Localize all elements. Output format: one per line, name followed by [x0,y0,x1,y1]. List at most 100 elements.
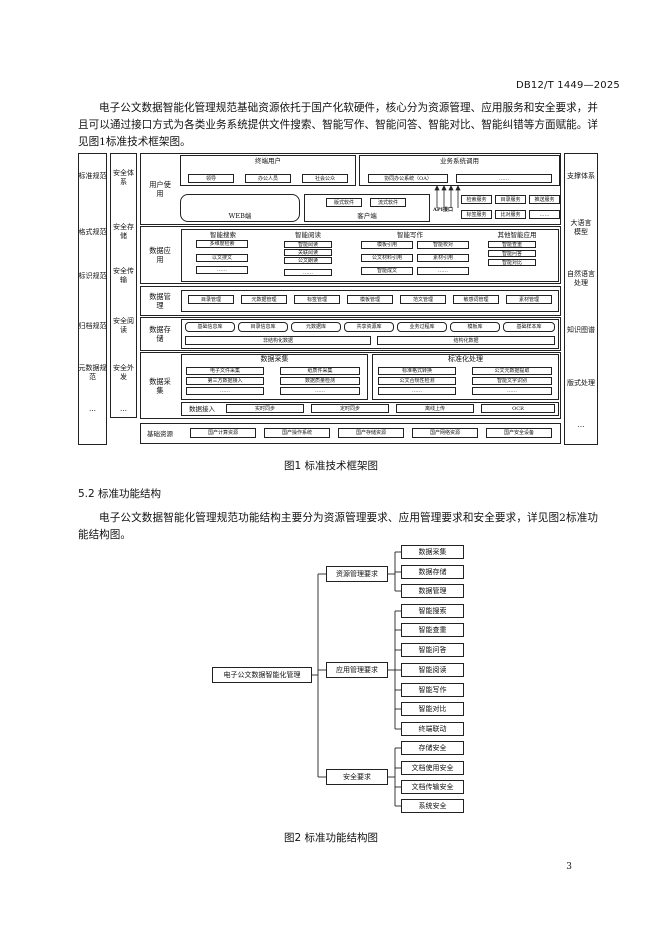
sec-col-item: 安全传输 [113,267,134,284]
mgmt-item: 标签管理 [294,295,340,304]
left-col-item: 标识规范 [78,271,107,280]
biz-item: …… [456,174,552,183]
web-label: WEB端 [228,211,252,220]
api-arrows [434,186,461,208]
tree-leaf: 系统安全 [401,799,464,813]
biz-call-title: 业务系统调用 [440,156,479,165]
write-item: 公文材料引用 [361,254,413,262]
structured-data: 结构化数据 [377,336,555,345]
access-label: 数据接入 [189,405,215,413]
mgmt-item: 素材管理 [506,295,552,304]
layer-label: 数据存储 [149,325,171,343]
left-col-item: 元数据规范 [78,364,107,381]
sec-col-item: 安全存储 [113,223,134,240]
read-item: 关联阅读 [284,249,332,256]
left-col-item: … [89,404,96,413]
access-item: OCR [481,404,555,413]
base-item: 国产计算资源 [190,428,256,438]
service-item: …… [529,210,560,219]
service-item: 比对服务 [495,210,526,219]
collect-item: …… [280,387,360,395]
store-item: 目录信息库 [238,322,288,332]
collect-item: 纸质件采集 [280,367,360,375]
store-item: 元数据库 [291,322,341,332]
tree-leaf: 数据存储 [401,565,464,579]
read-item: …… [284,269,332,276]
figure1-caption: 图1 标准技术框架图 [283,460,379,472]
write-title: 智能写作 [397,230,423,239]
other-item: 智能问答 [488,250,536,257]
layer-label: 数据应用 [149,246,171,264]
right-col-item: 知识图谱 [567,325,595,334]
tree-leaf: 文档使用安全 [401,761,464,775]
client-label: 客户端 [357,211,377,220]
tree-leaf: 智能阅读 [401,663,464,677]
access-item: 实时同步 [226,404,304,413]
layer-label: 数据管理 [149,292,171,310]
tree-leaf: 智能对比 [401,702,464,716]
terminal-users-title: 终端用户 [255,156,281,165]
tree-leaf: 文档传输安全 [401,780,464,794]
tree-root: 电子公文数据智能化管理 [212,667,312,683]
collect-item: 数据质量检测 [280,377,360,385]
sec-col-item: 安全外发 [113,364,134,381]
layer-label: 数据采集 [149,376,171,395]
service-item: 检索服务 [461,195,492,204]
right-col-item: 大语言模型 [570,219,592,236]
tree-leaf: 智能问答 [401,643,464,657]
base-item: 国产操作系统 [264,428,330,438]
std-item: 智能文字识别 [472,377,552,385]
std-item: …… [378,387,456,395]
terminal-item: 领导 [188,174,234,183]
access-item: 离线上传 [396,404,474,413]
left-col-item: 标准规范 [78,171,107,180]
collect-title: 数据采集 [260,355,289,363]
support-column [564,153,598,445]
write-item: 素材引用 [417,254,469,262]
terminal-item: 办公人员 [245,174,291,183]
tree-leaf: 数据采集 [401,545,464,559]
intro-paragraph: 电子公文数据智能化管理规范基础资源依托于国产化软硬件，核心分为资源管理、应用服务… [78,102,598,148]
figure2-caption: 图2 标准功能结构图 [283,832,379,844]
mgmt-item: 范文管理 [400,295,446,304]
section-heading: 5.2 标准功能结构 [78,488,162,500]
search-title: 智能搜索 [210,230,236,239]
page-number: 3 [566,862,572,872]
base-item: 国产网络资源 [412,428,478,438]
std-item: 公文合规性检测 [378,377,456,385]
other-item: 智能对比 [488,259,536,266]
store-item: 基础样本库 [503,322,555,332]
write-item: …… [417,267,469,275]
standard-number: DB12/T 1449—2025 [515,80,620,91]
function-paragraph: 电子公文数据智能化管理规范功能结构主要分为资源管理要求、应用管理要求和安全要求，… [78,512,598,541]
branch-app-mgmt: 应用管理要求 [326,662,388,678]
right-col-item: 自然语言处理 [567,270,595,287]
store-item: 业务过程库 [397,322,447,332]
layer-label: 基础资源 [147,429,173,438]
service-item: 标签服务 [461,210,492,219]
read-item: 智能阅读 [284,241,332,248]
tree-leaf: 数据管理 [401,584,464,598]
store-item: 基础信息库 [185,322,235,332]
sec-col-item: … [120,404,127,413]
standards-column [78,153,107,445]
client-box [304,194,430,222]
api-label: API接口 [433,206,453,213]
client-item: 版式软件 [326,198,362,207]
web-box [180,194,300,222]
collect-item: 第三方数据接入 [186,377,264,385]
std-item: …… [472,387,552,395]
write-item: 智能成文 [361,267,413,275]
store-item: 共享资源库 [344,322,394,332]
other-item: 智能查重 [488,241,536,248]
sec-col-item: 安全体系 [113,169,134,186]
standardize-title: 标准化处理 [448,355,483,363]
security-column [110,153,137,418]
right-col-item: 支撑体系 [567,171,595,180]
std-item: 公文元数据提取 [472,367,552,375]
unstructured-data: 非结构化数据 [185,336,371,345]
search-item: …… [196,266,248,274]
biz-item: 协同办公系统（OA） [368,174,448,183]
mgmt-item: 目录管理 [188,295,234,304]
